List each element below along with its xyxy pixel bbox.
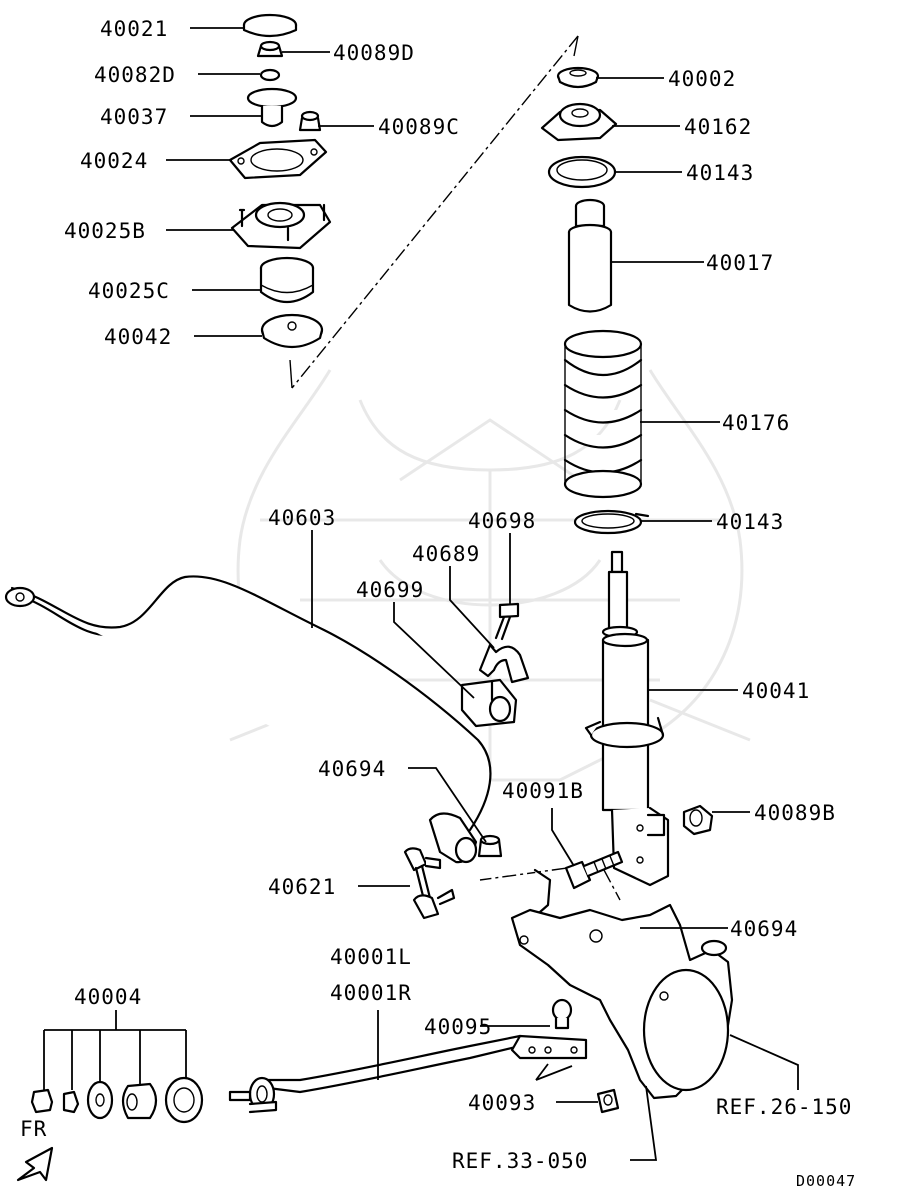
- label-40002: 40002: [668, 67, 736, 91]
- stabilizer-link: [403, 847, 456, 920]
- label-40095: 40095: [424, 1015, 492, 1039]
- strut-bolt: [564, 850, 624, 890]
- label-40089B: 40089B: [754, 801, 836, 825]
- lower-arm: [228, 1034, 588, 1114]
- bump-stopper: [567, 198, 613, 313]
- stabilizer-bracket: [478, 643, 530, 684]
- label-40689: 40689: [412, 542, 480, 566]
- dust-cap: [556, 66, 600, 89]
- label-40694-lower: 40694: [730, 917, 798, 941]
- part-number-labels: 40021 40089D 40082D 40037 40089C 40024 4…: [20, 17, 856, 1187]
- label-40091B: 40091B: [502, 779, 584, 803]
- coil-spring: [563, 329, 643, 499]
- label-40037: 40037: [100, 105, 168, 129]
- label-ref-26-150: REF.26-150: [716, 1095, 852, 1119]
- strut-mount: [230, 201, 332, 250]
- link-nut-upper: [477, 834, 503, 858]
- label-40082D: 40082D: [94, 63, 176, 87]
- stabilizer-bushing: [460, 678, 518, 728]
- label-40699: 40699: [356, 578, 424, 602]
- front-direction-arrow: [16, 1146, 54, 1182]
- bracket-bolt: [494, 602, 520, 641]
- upper-insulator: [540, 102, 618, 142]
- strut-nut: [682, 804, 714, 836]
- label-40143-lower: 40143: [716, 510, 784, 534]
- label-40042: 40042: [104, 325, 172, 349]
- label-40089C: 40089C: [378, 115, 460, 139]
- label-40025C: 40025C: [88, 279, 170, 303]
- upper-lock-nut: [256, 40, 284, 58]
- label-40143-upper: 40143: [686, 161, 754, 185]
- label-40041: 40041: [742, 679, 810, 703]
- label-front-direction: FR: [20, 1117, 47, 1141]
- label-40093: 40093: [468, 1091, 536, 1115]
- ball-joint-bolt: [551, 998, 573, 1030]
- label-40621: 40621: [268, 875, 336, 899]
- stabilizer-bar: [4, 575, 492, 832]
- label-40024: 40024: [80, 149, 148, 173]
- label-40021: 40021: [100, 17, 168, 41]
- stabilizer-end: [428, 812, 478, 864]
- label-40025B: 40025B: [64, 219, 146, 243]
- label-40001R: 40001R: [330, 981, 412, 1005]
- ball-joint-nut: [596, 1088, 620, 1114]
- bump-bushing: [246, 87, 298, 128]
- mount-insulator: [259, 256, 315, 304]
- leader-lines: [43, 27, 799, 1161]
- bushing-plate: [86, 1080, 114, 1120]
- label-40694-upper: 40694: [318, 757, 386, 781]
- label-40698: 40698: [468, 509, 536, 533]
- label-40176: 40176: [722, 411, 790, 435]
- mount-gasket: [228, 138, 328, 180]
- label-40017: 40017: [706, 251, 774, 275]
- label-40004: 40004: [74, 985, 142, 1009]
- bushing-washer: [62, 1090, 80, 1114]
- upper-mount-cap: [242, 13, 298, 38]
- label-ref-33-050: REF.33-050: [452, 1149, 588, 1173]
- bushing-nut: [30, 1088, 54, 1114]
- steering-knuckle: [510, 868, 734, 1100]
- label-40001L: 40001L: [330, 945, 412, 969]
- spring-seat-upper: [260, 313, 324, 349]
- spring-pad-upper: [547, 155, 617, 189]
- label-40089D: 40089D: [333, 41, 415, 65]
- spring-pad-lower: [573, 509, 650, 535]
- label-40603: 40603: [268, 506, 336, 530]
- bushing-set: [30, 1076, 204, 1124]
- strut-assembly: [584, 550, 670, 887]
- flange-nut: [298, 110, 322, 132]
- label-40162: 40162: [684, 115, 752, 139]
- washer: [259, 68, 281, 82]
- bushing-rubber: [121, 1082, 158, 1120]
- diagram-id: D00047: [796, 1172, 856, 1187]
- bushing-collar: [164, 1076, 204, 1124]
